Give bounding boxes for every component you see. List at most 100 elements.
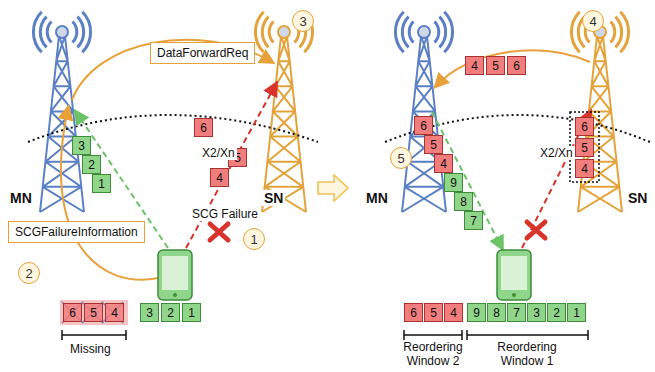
node-text: 6 [69, 306, 76, 320]
packet-box: 4 [105, 303, 124, 322]
packet-box: 8 [454, 192, 473, 211]
node-text: 5 [430, 306, 437, 320]
packet-box: 6 [404, 303, 423, 322]
text-label: SN [262, 190, 285, 206]
packet-box: 4 [210, 168, 229, 187]
phone [158, 250, 192, 300]
packet-box: 4 [575, 159, 594, 178]
callout-number: 2 [18, 262, 40, 284]
node-text: 2 [167, 306, 174, 320]
packet-box: 5 [424, 135, 443, 154]
packet-box: 6 [575, 117, 594, 136]
node-text: 3 [146, 306, 153, 320]
signal-arrow [61, 108, 158, 280]
tower-part [255, 12, 263, 53]
packet-box: 3 [527, 303, 546, 322]
tower-part [33, 12, 41, 53]
tower-part [82, 12, 90, 53]
tower-part [620, 12, 628, 53]
node-text: 1 [573, 306, 580, 320]
tower-part [439, 17, 445, 48]
tower-part [262, 36, 306, 212]
packet-box: 7 [507, 303, 526, 322]
packet-box: 2 [161, 303, 180, 322]
tower-part [47, 22, 51, 43]
packet-box: 4 [465, 56, 484, 75]
node-text: 3 [78, 139, 85, 153]
tower-part [409, 22, 413, 43]
text-label: MN [364, 190, 390, 206]
node-text: 4 [440, 157, 447, 171]
packet-box: 6 [507, 56, 526, 75]
node-text: 8 [493, 306, 500, 320]
node-text: 4 [450, 306, 457, 320]
packet-box: 7 [464, 211, 483, 230]
tower-part [435, 22, 439, 43]
node-text: 1 [98, 177, 105, 191]
packet-box: 4 [434, 154, 453, 173]
strike-cross [62, 302, 123, 323]
node-text: 6 [420, 119, 427, 133]
signal-arrow [72, 40, 272, 100]
packet-box: 1 [182, 303, 201, 322]
text-label: Missing [70, 342, 111, 356]
callout-number: 5 [390, 147, 412, 169]
node-text: 5 [492, 59, 499, 73]
callout-number: 4 [582, 10, 604, 32]
phone [497, 250, 531, 300]
node-text: 6 [581, 120, 588, 134]
message-box: SCGFailureInformation [8, 221, 145, 243]
packet-box: 5 [575, 138, 594, 157]
node-text: 4 [111, 306, 118, 320]
tower-part [578, 36, 622, 212]
missing-strip [60, 300, 128, 325]
forward-arrow [436, 50, 590, 86]
node-text: 6 [200, 121, 207, 135]
callout-number: 1 [243, 228, 265, 250]
packet-box: 1 [567, 303, 586, 322]
message-box: DataForwardReq [150, 42, 255, 64]
node-text: SCGFailureInformation [15, 225, 138, 239]
node-text: 9 [450, 176, 457, 190]
text-label: SN [626, 190, 649, 206]
tower-part [418, 26, 430, 38]
tower-part [73, 22, 77, 43]
node-text: 6 [513, 59, 520, 73]
tower-part [611, 22, 615, 43]
packet-box: 8 [487, 303, 506, 322]
text-label: Reordering Window 2 [395, 341, 471, 369]
packet-box: 6 [63, 303, 82, 322]
packet-box: 6 [194, 118, 213, 137]
packet-box: 3 [140, 303, 159, 322]
tower-part [269, 22, 273, 43]
text-label: X2/Xn [200, 146, 237, 160]
packet-box: 5 [424, 303, 443, 322]
packet-box: 2 [82, 155, 101, 174]
packet-box: 2 [547, 303, 566, 322]
tower-part [56, 26, 68, 38]
tower-part [262, 17, 268, 48]
node-text: 4 [216, 171, 223, 185]
node-text: 3 [533, 306, 540, 320]
packet-box: 1 [92, 174, 111, 193]
node-text: 5 [430, 138, 437, 152]
callout-number: 3 [292, 10, 314, 32]
bracket [62, 330, 588, 340]
node-text: DataForwardReq [157, 46, 248, 60]
text-label: Reordering Window 1 [489, 341, 565, 369]
packet-box: 4 [444, 303, 463, 322]
text-label: X2/Xn [538, 146, 575, 160]
packet-box: 5 [486, 56, 505, 75]
tower-part [395, 12, 403, 53]
tower-part [571, 12, 579, 53]
node-text: 9 [473, 306, 480, 320]
transition-arrow [318, 175, 348, 201]
packet-box: 5 [84, 303, 103, 322]
node-text: 4 [581, 162, 588, 176]
text-label: SCG Failure [190, 207, 260, 221]
packet-box: 3 [72, 136, 91, 155]
packet-box: 9 [444, 173, 463, 192]
node-text: 1 [188, 306, 195, 320]
radio-link [432, 112, 502, 248]
